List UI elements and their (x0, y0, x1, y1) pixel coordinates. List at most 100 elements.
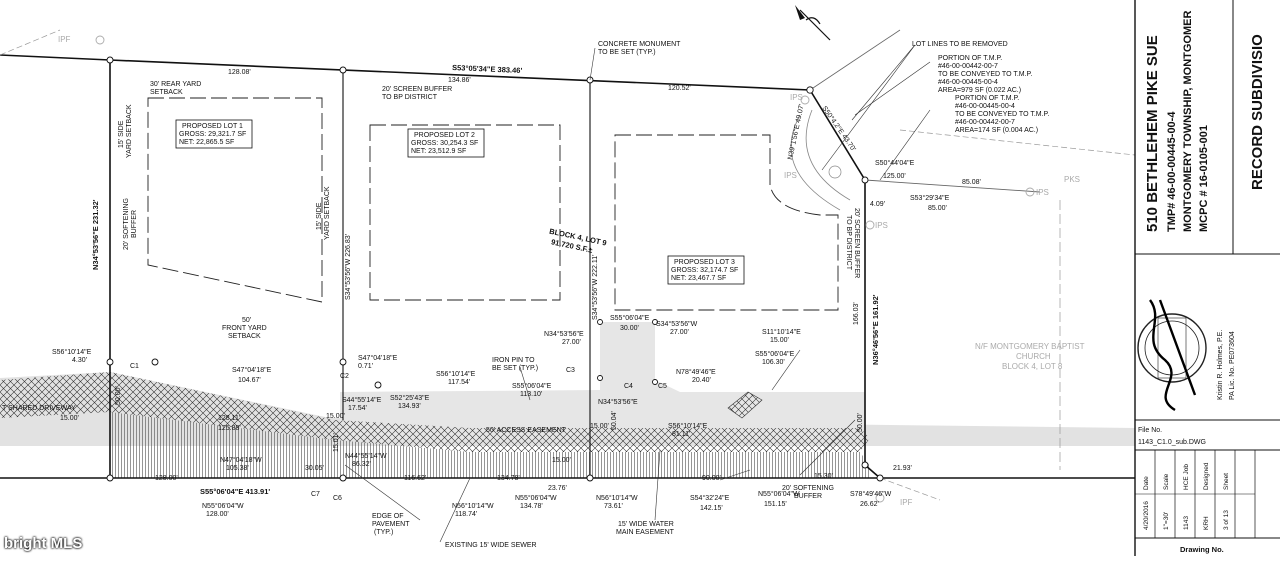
dim-d1500c: 15.00' (326, 413, 345, 420)
screen-buffer-2: 20' SCREEN BUFFER TO BP DISTRICT (845, 208, 860, 278)
small-circle-ne (828, 165, 842, 179)
curve-c4: C4 (624, 383, 633, 390)
svg-text:PORTION OF T.M.P.: PORTION OF T.M.P. (955, 95, 1019, 102)
dim-nw-side: N39°1'56"E 49.07' (786, 103, 806, 160)
screen-buffer-1: 20' SCREEN BUFFER (382, 86, 452, 93)
dim-bot4: N56°10'14"W (596, 494, 638, 502)
dim-b12: S44°55'14"E (342, 396, 382, 404)
dim-bot2: N55°06'04"W (515, 494, 557, 502)
svg-text:#46-00-00445-00-4: #46-00-00445-00-4 (938, 79, 998, 86)
dim-lotline-1: S34°53'56"W 226.83' (344, 234, 352, 300)
file-no-value: 1143_C1.0_sub.DWG (1138, 439, 1206, 446)
dim-b4: S56°10'14"E (436, 370, 476, 378)
dim-b7: N34°53'56"E (544, 330, 584, 338)
date-value: 4/20/2016 (1143, 501, 1150, 530)
svg-text:TO BE CONVEYED TO T.M.P.: TO BE CONVEYED TO T.M.P. (938, 71, 1032, 78)
dim-b2d: 104.67' (238, 377, 261, 384)
designed-value: KRH (1203, 516, 1210, 530)
drawing-no-label: Drawing No. (1180, 545, 1224, 554)
curve-c2: C2 (340, 373, 349, 380)
dim-ne-a: S50°44'04"E (875, 159, 915, 167)
dim-b6: S55°06'04"E (610, 314, 650, 322)
dim-b4d: 117.54' (448, 379, 470, 386)
north-arrow (795, 5, 831, 41)
svg-text:PROPOSED LOT 3: PROPOSED LOT 3 (674, 259, 735, 266)
svg-text:BLOCK 4, LOT 8: BLOCK 4, LOT 8 (1002, 362, 1063, 371)
lot-1-label: PROPOSED LOT 1 GROSS: 29,321.7 SF NET: 2… (175, 119, 253, 149)
water-easement-2: MAIN EASEMENT (616, 529, 675, 536)
dim-b3: S47°04'18"E (358, 354, 398, 362)
ne-diag-line (809, 29, 901, 91)
dim-d3005: 30.05' (305, 465, 324, 472)
setback-lot-3 (614, 134, 839, 311)
svg-text:NET: 23,467.7 SF: NET: 23,467.7 SF (671, 275, 726, 282)
dim-bot5: S54°32'24"E (690, 494, 730, 502)
dim-b10: S11°10'14"E (762, 328, 801, 336)
dim-d1500a: 15.00' (60, 415, 79, 422)
ghost-markers (95, 35, 1035, 503)
side-setback-2: 15' SIDE YARD SETBACK (316, 186, 331, 240)
svg-text:PORTION OF T.M.P.: PORTION OF T.M.P. (938, 55, 1002, 62)
setback-lot-1 (147, 97, 323, 303)
dim-b8d: 27.00' (670, 329, 689, 336)
date-label: Date (1143, 476, 1150, 490)
curve-c3: C3 (566, 367, 575, 374)
setback-lot-2 (369, 124, 561, 301)
dim-b3d: 0.71' (358, 363, 373, 370)
hce-label: HCE Job (1183, 464, 1190, 490)
sewer-note: EXISTING 15' WIDE SEWER (445, 542, 537, 549)
ips-ne2: IPS (784, 171, 797, 180)
iron-pin-note-2: BE SET (TYP.) (492, 365, 538, 372)
dim-right: N36°46'56"E 161.92' (871, 294, 880, 365)
ghost-line-west (0, 29, 61, 56)
dim-diag: S50°4.2°E 43.70' (820, 105, 857, 153)
dim-b7d: 27.00' (562, 339, 581, 346)
portion-2-note: PORTION OF T.M.P. #46-00-00445-00-4 TO B… (955, 95, 1049, 134)
ipf-se: IPF (900, 498, 913, 507)
rear-setback-note-2: SETBACK (150, 89, 183, 96)
mcpc-number: MCPC # 16-0105-001 (1198, 125, 1210, 232)
dim-d2193: 21.93' (893, 465, 912, 472)
dim-b11d: 106.30' (762, 359, 785, 366)
ips-east2: IPS (875, 221, 888, 230)
dim-b15d: 81.11' (672, 431, 690, 438)
dim-d5000b: 50.00' (857, 413, 864, 432)
lot-lines-removed-note: LOT LINES TO BE REMOVED (912, 41, 1008, 48)
svg-text:CHURCH: CHURCH (1016, 352, 1051, 361)
driveway-curve-ne-2 (805, 109, 851, 201)
dim-bot2d: 134.78' (520, 503, 543, 510)
ne-bearing-line (864, 179, 1041, 193)
dim-ne-a-dist: 125.00' (883, 173, 906, 180)
driveway-curve-ne (790, 114, 841, 211)
curve-c6: C6 (333, 495, 342, 502)
dim-b10d: 15.00' (770, 337, 789, 344)
svg-text:PROPOSED LOT 2: PROPOSED LOT 2 (414, 132, 475, 139)
lot-3-label: PROPOSED LOT 3 GROSS: 32,174.7 SF NET: 2… (667, 255, 745, 285)
project-title: 510 BETHLEHEM PIKE SUE (1144, 35, 1161, 232)
svg-text:50': 50' (242, 317, 251, 324)
dim-b8: S34°53'56"W (656, 320, 698, 328)
dim-bot3d: 118.74' (455, 511, 477, 518)
dim-b6d: 30.00' (620, 325, 639, 332)
engineer-name: Kristin R. Holmes, P.E. (1217, 330, 1224, 400)
dim-ne-b: S53°29'34"E (910, 194, 950, 202)
screen-buffer-1b: TO BP DISTRICT (382, 94, 438, 101)
hce-value: 1143 (1183, 516, 1190, 530)
edge-pavement-3: (TYP.) (374, 529, 393, 536)
dim-b9: N78°49'46"E (676, 368, 716, 376)
svg-text:YARD SETBACK: YARD SETBACK (126, 104, 133, 158)
portion-1-note: PORTION OF T.M.P. #46-00-00442-00-7 TO B… (938, 55, 1032, 94)
ipf-nw: IPF (58, 35, 71, 44)
scale-label: Scale (1163, 473, 1170, 490)
svg-text:AREA=174 SF (0.004 AC.): AREA=174 SF (0.004 AC.) (955, 127, 1038, 134)
svg-text:15' SIDE: 15' SIDE (118, 120, 125, 148)
softening-2: 20' SOFTENING (782, 485, 834, 492)
file-no-label: File No. (1138, 427, 1162, 434)
dim-b14d: 15.00' (590, 423, 609, 430)
svg-text:20' SOFTENING: 20' SOFTENING (123, 198, 130, 250)
dim-d5000a: 50.00' (115, 386, 122, 405)
block-label: BLOCK 4, LOT 9 91,720 S.F.± (548, 227, 607, 255)
dim-bot4d: 73.61' (604, 503, 623, 510)
